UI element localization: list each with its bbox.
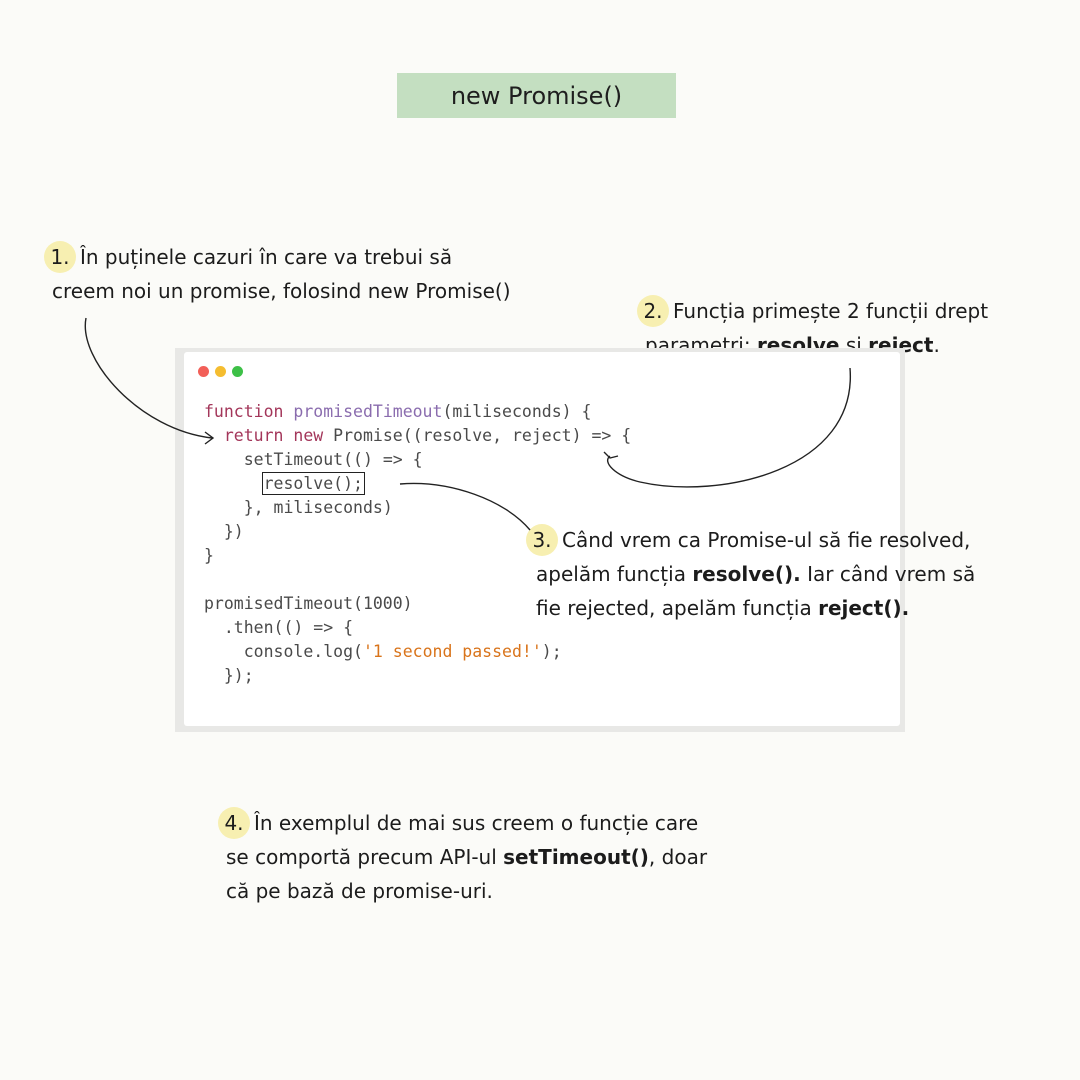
code-line: .then(() => { xyxy=(223,618,354,637)
window-controls xyxy=(198,366,243,377)
code-line: ); xyxy=(541,642,562,661)
code-string: '1 second passed!' xyxy=(362,642,542,661)
note-3-number: 3. xyxy=(526,524,558,556)
code-block: function promisedTimeout(miliseconds) { … xyxy=(204,400,631,688)
code-keyword: function xyxy=(204,402,284,421)
note-4-line3: că pe bază de promise-uri. xyxy=(226,879,493,903)
code-line: }, miliseconds) xyxy=(243,498,393,517)
minimize-dot-icon xyxy=(215,366,226,377)
code-line: }); xyxy=(223,666,254,685)
note-3-line1: Când vrem ca Promise-ul să fie resolved, xyxy=(562,528,971,552)
note-3-bold-reject: reject(). xyxy=(818,596,910,620)
note-3-line3-pre: fie rejected, apelăm funcția xyxy=(536,596,819,620)
note-4: 4.În exemplul de mai sus creem o funcție… xyxy=(218,806,707,908)
note-1: 1.În puținele cazuri în care va trebui s… xyxy=(44,240,511,308)
code-line: console.log( xyxy=(243,642,363,661)
note-3-bold-resolve: resolve(). xyxy=(692,562,801,586)
note-4-line2-pre: se comportă precum API-ul xyxy=(226,845,504,869)
code-line: } xyxy=(204,546,214,565)
code-keyword: new xyxy=(293,426,324,445)
note-2-end: . xyxy=(933,333,940,357)
title-banner: new Promise() xyxy=(397,73,676,118)
code-resolve-call: resolve(); xyxy=(261,472,365,495)
note-1-line2: creem noi un promise, folosind new Promi… xyxy=(52,279,511,303)
note-3: 3.Când vrem ca Promise-ul să fie resolve… xyxy=(526,523,975,625)
code-line: (miliseconds) { xyxy=(442,402,592,421)
note-1-number: 1. xyxy=(44,241,76,273)
code-function-name: promisedTimeout xyxy=(293,402,443,421)
note-4-number: 4. xyxy=(218,807,250,839)
note-4-bold-settimeout: setTimeout() xyxy=(503,845,649,869)
note-3-line2-pre: apelăm funcția xyxy=(536,562,693,586)
code-line: setTimeout(() => { xyxy=(243,450,423,469)
code-line: Promise((resolve, reject) => { xyxy=(333,426,632,445)
code-keyword: return xyxy=(223,426,284,445)
note-4-line1: În exemplul de mai sus creem o funcție c… xyxy=(254,811,699,835)
note-2-number: 2. xyxy=(637,295,669,327)
title-text: new Promise() xyxy=(450,81,623,110)
note-2-line1: Funcția primește 2 funcții drept xyxy=(673,299,989,323)
code-line: }) xyxy=(223,522,244,541)
code-line: promisedTimeout(1000) xyxy=(204,594,413,613)
note-3-line2-post: Iar când vrem să xyxy=(800,562,976,586)
note-1-line1: În puținele cazuri în care va trebui să xyxy=(80,245,453,269)
note-4-line2-post: , doar xyxy=(648,845,708,869)
maximize-dot-icon xyxy=(232,366,243,377)
close-dot-icon xyxy=(198,366,209,377)
